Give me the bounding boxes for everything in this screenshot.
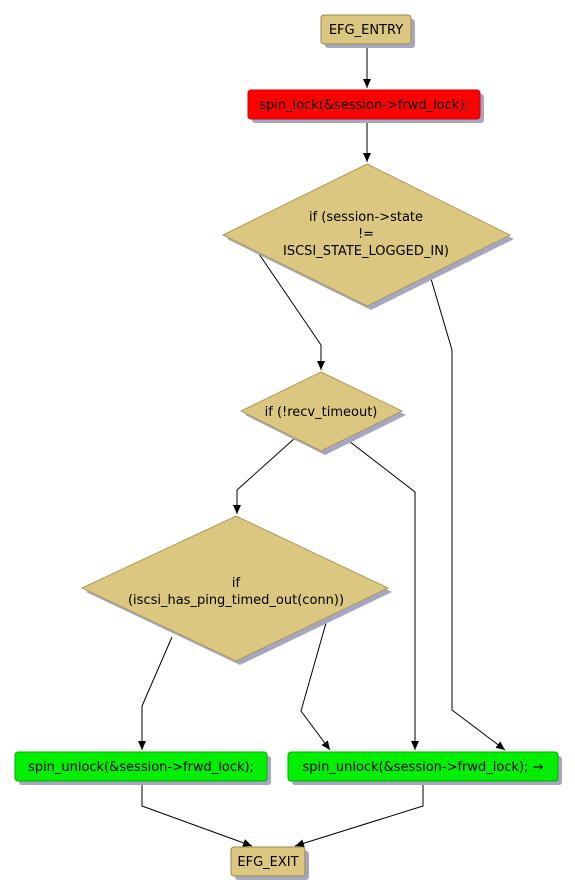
- edge-ping-true-to-unlock-left: [138, 636, 173, 750]
- edge-state-true-to-unlock-right: [428, 271, 506, 751]
- edge-recv-true-to-unlock-right: [344, 437, 419, 750]
- unlock-left-box: [14, 751, 268, 782]
- ping-decision-line-2: (iscsi_has_ping_timed_out(conn)): [128, 593, 344, 608]
- state-decision-diamond: [221, 163, 512, 307]
- exit-box: [230, 846, 306, 877]
- edge-ping-false-to-unlock-right: [300, 622, 331, 751]
- unlock-right-label: spin_unlock(&session->frwd_lock); →: [302, 760, 543, 775]
- ping-decision-node: if (iscsi_has_ping_timed_out(conn)): [80, 515, 392, 665]
- entry-node: EFG_ENTRY: [320, 14, 415, 48]
- recv-decision-label: if (!recv_timeout): [265, 405, 378, 420]
- entry-label: EFG_ENTRY: [329, 23, 403, 38]
- unlock-left-label: spin_unlock(&session->frwd_lock);: [28, 760, 254, 775]
- state-decision-line-1: if (session->state: [309, 210, 423, 225]
- ping-decision-diamond: [80, 515, 390, 662]
- edge-recv-false-to-ping-decision: [233, 437, 296, 514]
- exit-node: EFG_EXIT: [230, 846, 309, 880]
- lock-node: spin_lock(&session->frwd_lock);: [247, 89, 484, 123]
- unlock-right-node: spin_unlock(&session->frwd_lock); →: [287, 751, 562, 785]
- edge-unlock-left-to-exit: [141, 783, 253, 847]
- recv-decision-node: if (!recv_timeout): [239, 371, 406, 455]
- edge-unlock-right-to-exit: [294, 783, 424, 848]
- exit-label: EFG_EXIT: [237, 855, 298, 870]
- entry-box: [320, 14, 412, 45]
- ping-decision-line-1: if: [232, 576, 241, 591]
- edges: [138, 46, 506, 848]
- unlock-right-box: [287, 751, 559, 782]
- state-decision-line-3: ISCSI_STATE_LOGGED_IN): [283, 244, 449, 259]
- state-decision-line-2: !=: [358, 227, 374, 242]
- state-decision-node: if (session->state != ISCSI_STATE_LOGGED…: [221, 163, 514, 310]
- lock-label: spin_lock(&session->frwd_lock);: [259, 98, 469, 113]
- recv-decision-diamond: [239, 371, 404, 452]
- lock-box: [247, 89, 481, 120]
- edge-state-false-to-recv-decision: [258, 253, 325, 370]
- unlock-left-node: spin_unlock(&session->frwd_lock);: [14, 751, 271, 785]
